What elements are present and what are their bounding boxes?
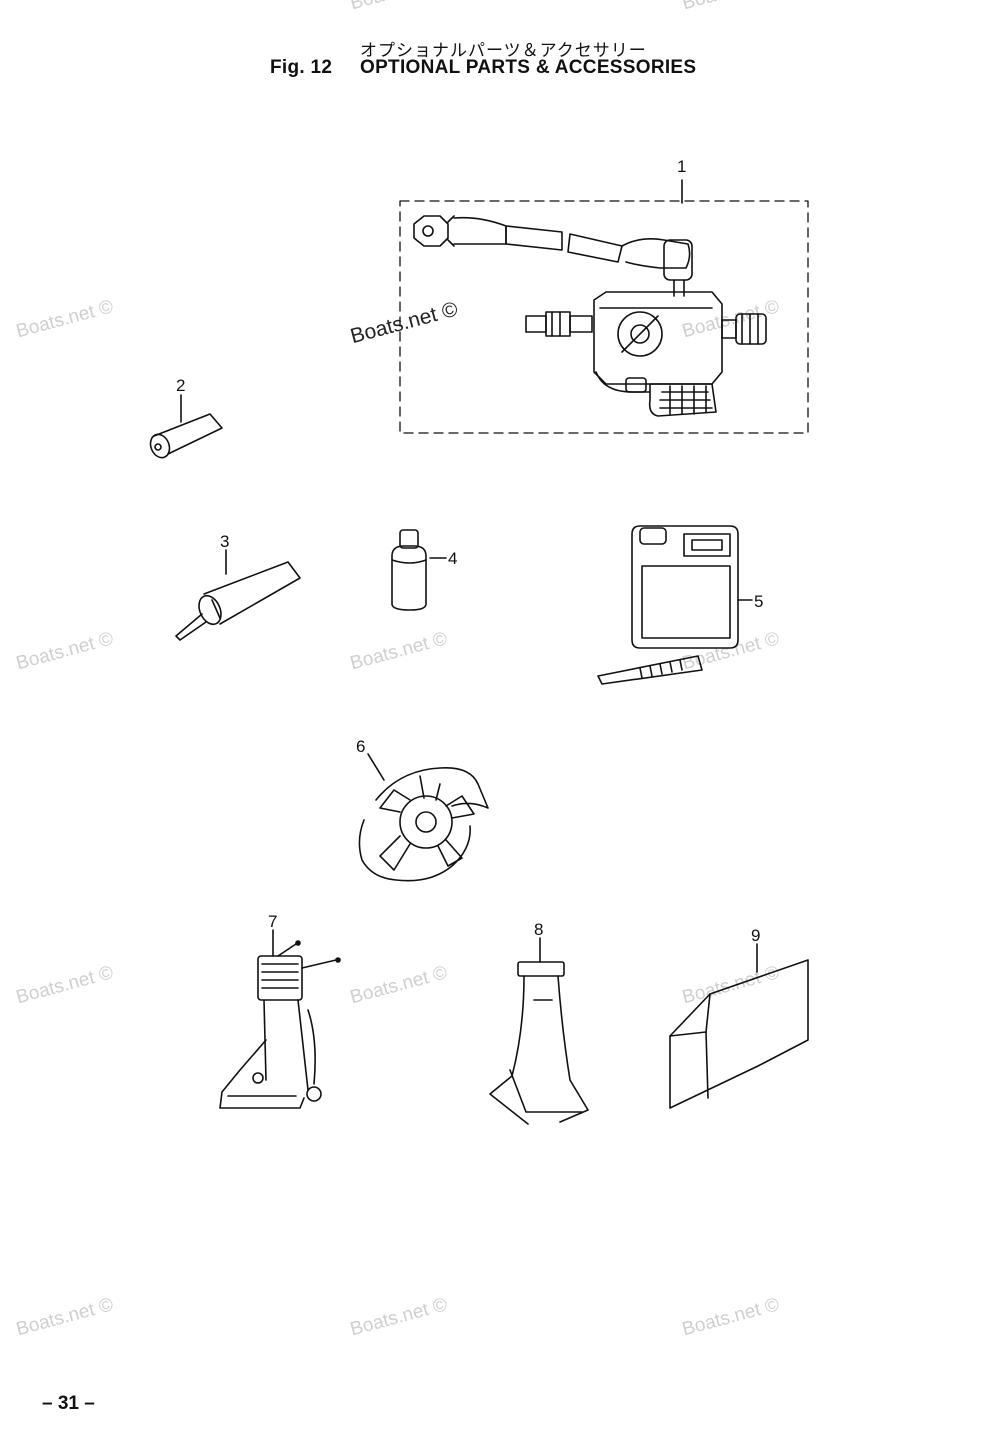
callout-4: 4 — [448, 549, 457, 568]
page-number: – 31 – — [42, 1393, 95, 1414]
part-8-motor-stand — [489, 937, 589, 1125]
part-9-motor-cover — [669, 943, 809, 1109]
callout-1: 1 — [677, 157, 686, 176]
callout-6: 6 — [356, 737, 365, 756]
figure-title-english: OPTIONAL PARTS & ACCESSORIES — [360, 57, 697, 78]
callout-3: 3 — [220, 532, 229, 551]
part-2-small-tube — [149, 394, 223, 459]
part-5-oil-can — [597, 525, 753, 685]
callout-7: 7 — [268, 912, 277, 931]
callout-8: 8 — [534, 920, 543, 939]
part-6-propeller — [358, 753, 489, 882]
part-3-grease-tube — [175, 549, 301, 641]
figure-title-japanese: オプショナルパーツ＆アクセサリー — [360, 41, 647, 60]
callout-5: 5 — [754, 592, 763, 611]
callout-2: 2 — [176, 376, 185, 395]
callout-9: 9 — [751, 926, 760, 945]
part-1-fuel-line-kit — [399, 179, 809, 434]
figure-title: Fig. 12 OPTIONAL PARTS & ACCESSORIES — [270, 57, 696, 79]
part-4-bottle — [391, 529, 447, 611]
figure-number: Fig. 12 — [270, 57, 333, 78]
part-7-motor-carrier — [219, 929, 341, 1109]
